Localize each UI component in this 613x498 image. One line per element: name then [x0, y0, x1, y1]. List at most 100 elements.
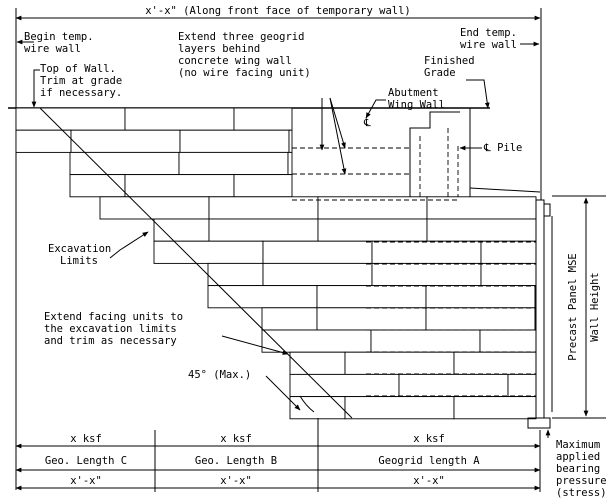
top-dimension-label: x'-x" (Along front face of temporary wal…: [145, 5, 411, 17]
finished-grade-label: Finished Grade: [424, 55, 490, 109]
panel-line2: Wall Height: [589, 272, 601, 342]
facing-unit: [480, 240, 537, 264]
dimension-b: x'-x": [220, 475, 252, 487]
abutment-line2: Wing Wall: [388, 99, 445, 111]
top-of-wall-line3: if necessary.: [40, 87, 122, 99]
excavation-line1: Excavation: [48, 243, 111, 255]
length-a: Geogrid length A: [378, 455, 480, 467]
facing-unit: [425, 307, 536, 331]
facing-unit: [153, 240, 264, 264]
bottom-table: x ksf x ksf x ksf Geo. Length C Geo. Len…: [15, 418, 541, 492]
facing-unit: [370, 329, 481, 353]
top-of-wall-label: Top of Wall. Trim at grade if necessary.: [31, 63, 122, 108]
extend-geogrid-line3: concrete wing wall: [178, 55, 292, 67]
facing-unit: [207, 285, 318, 309]
facing-unit: [344, 351, 455, 375]
begin-temp-line1: Begin temp.: [24, 31, 94, 43]
bearing-label: Maximum applied bearing pressure (stress…: [545, 429, 607, 498]
svg-text:℄: ℄: [363, 117, 371, 129]
top-of-wall-line1: Top of Wall.: [40, 63, 116, 75]
bearing-line1: Maximum: [556, 439, 600, 451]
facing-unit: [453, 351, 537, 375]
extend-facing-line2: the excavation limits: [44, 323, 177, 335]
dimension-a: x'-x": [413, 475, 445, 487]
facing-unit: [453, 396, 537, 420]
facing-unit: [262, 240, 373, 264]
facing-unit: [287, 151, 293, 176]
excavation-label: Excavation Limits: [48, 231, 149, 267]
facing-unit: [261, 307, 318, 331]
dimension-c: x'-x": [70, 475, 102, 487]
facing-unit: [289, 351, 346, 375]
wire-facing-units: [15, 107, 537, 420]
excavation-line: [39, 107, 353, 419]
bearing-line2: applied: [556, 451, 600, 463]
facing-unit: [178, 151, 289, 176]
facing-unit: [233, 174, 293, 198]
facing-unit: [99, 196, 210, 220]
facing-unit: [289, 373, 400, 398]
extend-geogrid-line1: Extend three geogrid: [178, 31, 304, 43]
begin-temp-label: Begin temp. wire wall: [16, 31, 94, 55]
end-temp-label: End temp. wire wall: [460, 27, 540, 51]
facing-unit: [15, 107, 126, 131]
facing-unit: [344, 396, 455, 420]
top-dimension: x'-x" (Along front face of temporary wal…: [15, 5, 541, 21]
facing-unit: [69, 174, 126, 198]
facing-unit: [317, 218, 428, 242]
pressure-b: x ksf: [220, 433, 252, 445]
facing-unit: [480, 262, 537, 287]
facing-unit: [262, 262, 373, 287]
extend-geogrid-line2: layers behind: [178, 43, 260, 55]
bearing-line4: pressure: [556, 475, 607, 487]
facing-unit: [507, 373, 537, 398]
facing-unit: [288, 129, 293, 153]
facing-unit: [479, 329, 537, 353]
geogrid-layers: [292, 147, 536, 397]
facing-unit: [398, 373, 509, 398]
bearing-line5: (stress): [556, 487, 607, 498]
pile-label: ℄ Pile: [459, 142, 522, 154]
extend-geogrid-line4: (no wire facing unit): [178, 67, 311, 79]
facing-unit: [207, 262, 264, 287]
extend-facing-line3: and trim as necessary: [44, 335, 177, 347]
finished-grade-line1: Finished: [424, 55, 475, 67]
precast-panel-wall: Precast Panel MSE Wall Height: [527, 195, 606, 429]
facing-unit: [371, 240, 482, 264]
length-b: Geo. Length B: [195, 455, 277, 467]
pile-text: ℄ Pile: [483, 142, 522, 154]
facing-unit: [233, 107, 293, 131]
excavation-line2: Limits: [60, 255, 98, 267]
facing-unit: [316, 285, 427, 309]
extend-facing-line1: Extend facing units to: [44, 311, 183, 323]
extend-geogrid-label: Extend three geogrid layers behind concr…: [178, 31, 347, 175]
facing-unit: [426, 196, 537, 220]
facing-unit: [124, 174, 235, 198]
abutment-line1: Abutment: [388, 87, 439, 99]
pressure-a: x ksf: [413, 433, 445, 445]
length-c: Geo. Length C: [45, 455, 127, 467]
facing-unit: [208, 218, 319, 242]
top-of-wall-line2: Trim at grade: [40, 75, 122, 87]
angle-label: 45° (Max.): [188, 369, 315, 413]
facing-unit: [316, 307, 427, 331]
panel-line1: Precast Panel MSE: [567, 253, 579, 360]
facing-unit: [426, 218, 537, 242]
extend-facing-label: Extend facing units to the excavation li…: [44, 311, 289, 355]
bearing-line3: bearing: [556, 463, 600, 475]
end-temp-line1: End temp.: [460, 27, 517, 39]
facing-unit: [70, 129, 181, 153]
begin-temp-line2: wire wall: [24, 43, 81, 55]
facing-unit: [69, 151, 180, 176]
facing-unit: [371, 262, 482, 287]
facing-unit: [425, 285, 536, 309]
facing-unit: [124, 107, 235, 131]
pressure-c: x ksf: [70, 433, 102, 445]
facing-unit: [261, 329, 372, 353]
facing-unit: [15, 129, 72, 153]
facing-unit: [179, 129, 290, 153]
end-temp-line2: wire wall: [460, 39, 517, 51]
angle-text: 45° (Max.): [188, 369, 251, 381]
finished-grade-line2: Grade: [424, 67, 456, 79]
